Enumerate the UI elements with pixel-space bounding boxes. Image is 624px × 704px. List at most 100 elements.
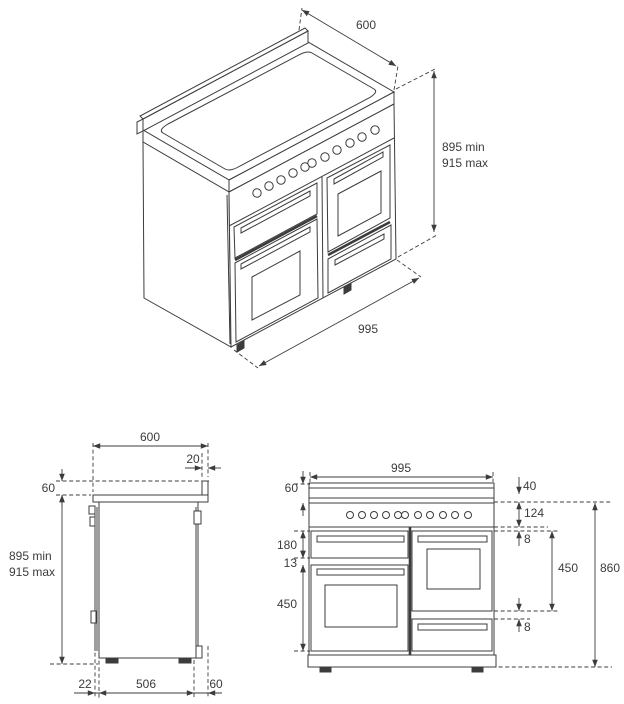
knob-icon bbox=[382, 511, 390, 519]
front-dim-top-gap: 8 bbox=[516, 531, 531, 546]
side-depth-label: 600 bbox=[140, 430, 160, 444]
iso-left-gap-strip bbox=[234, 214, 318, 262]
knob-icon bbox=[439, 511, 447, 519]
side-terminal-box bbox=[195, 645, 203, 659]
front-dim-panel: 124 bbox=[494, 501, 612, 528]
iso-side-front-edge-line bbox=[226, 194, 231, 345]
iso-height-min-label: 895 min bbox=[442, 140, 485, 154]
iso-panel-bottom-line bbox=[228, 137, 395, 227]
front-dim-left-oven: 450 bbox=[277, 565, 310, 652]
side-foot bbox=[105, 657, 119, 664]
front-left-oven-door bbox=[310, 564, 409, 652]
side-dim-bottom: 22 506 60 bbox=[74, 646, 223, 698]
front-view: 995 60 180 13 450 bbox=[277, 461, 620, 673]
knob-icon bbox=[300, 162, 310, 172]
front-dim-top-trim: 40 bbox=[516, 477, 537, 494]
side-view: 600 20 60 895 min 915 max bbox=[9, 430, 223, 698]
front-drawer bbox=[411, 618, 493, 652]
iso-dim-height: 895 min 915 max bbox=[395, 67, 488, 258]
front-control-knobs bbox=[346, 511, 472, 519]
side-hinge-tab bbox=[89, 516, 96, 527]
iso-grill-handle bbox=[240, 190, 311, 234]
side-rear-clearance-label: 60 bbox=[209, 677, 223, 691]
side-body bbox=[98, 501, 199, 659]
front-right-oven-door bbox=[411, 530, 493, 612]
iso-control-knobs bbox=[252, 125, 380, 198]
knob-icon bbox=[345, 138, 355, 148]
front-overall-height-label: 860 bbox=[600, 561, 620, 575]
front-plinth bbox=[307, 654, 497, 668]
side-hinge-tab bbox=[90, 610, 97, 624]
front-left-oven-window bbox=[324, 584, 398, 628]
iso-drawer-handle bbox=[334, 233, 385, 266]
knob-icon bbox=[370, 125, 380, 135]
side-hinge-tab bbox=[88, 505, 96, 515]
front-grill-height-label: 180 bbox=[277, 538, 297, 552]
knob-icon bbox=[370, 511, 378, 519]
front-dim-grill: 180 bbox=[277, 530, 310, 559]
front-left-oven-handle bbox=[316, 568, 405, 576]
front-foot bbox=[319, 666, 332, 673]
side-worktop bbox=[92, 494, 209, 503]
knob-icon bbox=[288, 168, 298, 178]
iso-dim-width: 995 bbox=[233, 259, 422, 369]
knob-icon bbox=[264, 181, 274, 191]
iso-right-gap-strip bbox=[327, 220, 391, 257]
side-dim-height: 895 min 915 max bbox=[9, 495, 98, 665]
knob-icon bbox=[252, 188, 262, 198]
front-dim-width: 995 bbox=[309, 461, 494, 482]
side-rear-bracket bbox=[193, 510, 202, 525]
iso-right-oven-handle bbox=[333, 151, 384, 185]
front-upstand-height-label: 60 bbox=[285, 481, 299, 495]
iso-width-label: 995 bbox=[358, 322, 378, 336]
front-width-label: 995 bbox=[391, 461, 411, 475]
side-dim-depth: 600 bbox=[92, 430, 209, 492]
front-dim-gap: 13 bbox=[284, 550, 306, 573]
side-upstand bbox=[201, 480, 209, 496]
front-grill-handle bbox=[316, 535, 405, 543]
front-dim-overall-height: 860 bbox=[492, 503, 620, 668]
front-grill-door bbox=[310, 530, 409, 559]
iso-left-oven-handle bbox=[240, 226, 311, 270]
knob-icon bbox=[394, 511, 402, 519]
side-body-depth-label: 506 bbox=[136, 677, 156, 691]
knob-icon bbox=[451, 511, 459, 519]
front-left-oven-height-label: 450 bbox=[277, 597, 297, 611]
iso-grill-door bbox=[233, 182, 318, 259]
iso-foot bbox=[236, 340, 245, 353]
knob-icon bbox=[307, 158, 317, 168]
knob-icon bbox=[426, 511, 434, 519]
front-top-gap-label: 8 bbox=[524, 532, 531, 546]
iso-height-max-label: 915 max bbox=[442, 156, 488, 170]
side-height-min-label: 895 min bbox=[9, 549, 52, 563]
knob-icon bbox=[358, 511, 366, 519]
front-right-oven-handle bbox=[417, 535, 488, 543]
front-top-trim-label: 40 bbox=[523, 479, 537, 493]
iso-dim-depth: 600 bbox=[298, 7, 399, 91]
knob-icon bbox=[357, 132, 367, 142]
knob-icon bbox=[332, 145, 342, 155]
side-height-max-label: 915 max bbox=[9, 565, 55, 579]
side-upstand-height-label: 60 bbox=[42, 481, 56, 495]
iso-right-oven-door bbox=[326, 144, 391, 253]
front-drawer-handle bbox=[417, 623, 488, 631]
front-dim-upstand: 60 bbox=[285, 471, 310, 516]
knob-icon bbox=[276, 175, 286, 185]
side-door-offset-label: 22 bbox=[78, 677, 92, 691]
front-gap-label: 13 bbox=[284, 556, 298, 570]
iso-column-divider bbox=[321, 176, 324, 299]
front-panel-height-label: 124 bbox=[524, 506, 544, 520]
isometric-view: 600 895 min 915 max 995 bbox=[136, 7, 488, 369]
iso-depth-label: 600 bbox=[356, 18, 376, 32]
front-foot bbox=[471, 666, 484, 673]
knob-icon bbox=[464, 511, 472, 519]
iso-right-oven-window bbox=[337, 170, 382, 237]
front-dim-right-oven: 450 bbox=[494, 530, 578, 612]
knob-icon bbox=[414, 511, 422, 519]
side-foot bbox=[178, 657, 192, 664]
knob-icon bbox=[346, 511, 354, 519]
knob-icon bbox=[401, 511, 409, 519]
side-upstand-depth-label: 20 bbox=[186, 452, 200, 466]
